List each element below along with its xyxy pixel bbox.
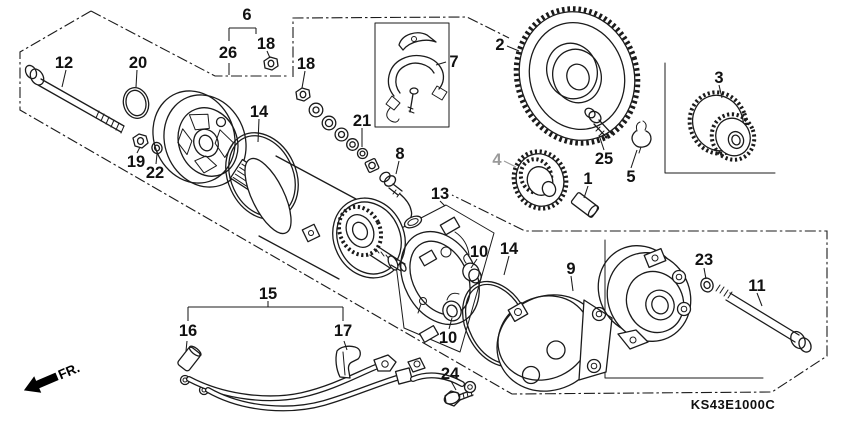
part-label-9: 9: [566, 260, 575, 278]
part-pin-1: [570, 192, 600, 218]
diagram-code: KS43E1000C: [691, 397, 776, 412]
part-label-18b: 18: [297, 55, 315, 73]
part-label-20: 20: [129, 54, 147, 72]
part-brush-10-lower: [442, 292, 462, 322]
fr-label: FR.: [56, 360, 82, 382]
part-label-22: 22: [146, 164, 164, 182]
part-gear-2: [513, 6, 641, 146]
part-washer-22: [151, 141, 163, 155]
part-label-1: 1: [583, 170, 592, 188]
boot-16: [177, 345, 202, 372]
end-cover-box-bracket: [604, 239, 764, 379]
part-gear-3: [687, 90, 757, 162]
gear3-box-bracket: [664, 62, 776, 174]
part-label-24: 24: [441, 365, 460, 383]
part-label-11: 11: [748, 277, 765, 295]
part-label-3: 3: [714, 69, 723, 87]
part-washer-23: [700, 277, 714, 293]
part-brush-10-upper: [462, 253, 482, 284]
part-label-8: 8: [395, 145, 404, 163]
part-label-21: 21: [353, 112, 371, 130]
part-gear-cover: [597, 245, 692, 350]
part-harness-15: [177, 345, 477, 412]
part-label-18a: 18: [257, 35, 275, 53]
part-label-10a: 10: [470, 243, 488, 261]
yoke-terminal-block: [301, 223, 321, 243]
part-label-14b: 14: [500, 240, 519, 258]
part-label-16: 16: [179, 322, 197, 340]
part-washer-stack: [295, 87, 380, 173]
fr-arrow: FR.: [23, 360, 82, 393]
part-front-cover: [152, 90, 247, 188]
part-label-7: 7: [449, 53, 458, 71]
part-label-15: 15: [259, 285, 277, 303]
brush-box-7: [374, 22, 450, 128]
part-label-13: 13: [431, 185, 449, 203]
part-label-4: 4: [492, 151, 502, 169]
leader-lines: [61, 27, 763, 391]
part-label-10b: 10: [439, 329, 457, 347]
square-nut-stack-end: [364, 158, 380, 173]
part-armature-motor: [244, 155, 407, 280]
part-clip-5: [631, 120, 652, 154]
part-bolt-12: [24, 64, 125, 134]
assembly-boundary-lines: [19, 10, 828, 395]
part-gear-4: [511, 149, 569, 211]
fr-arrow-glyph: [23, 372, 59, 393]
part-bolt-8: [379, 171, 423, 229]
part-oring-20: [122, 87, 150, 119]
part-bolt-11: [715, 284, 812, 353]
part-label-26: 26: [219, 44, 237, 62]
part-bolt-24: [443, 389, 474, 407]
part-end-cover-9: [496, 294, 613, 392]
part-label-2: 2: [495, 36, 504, 54]
part-label-25: 25: [595, 150, 613, 168]
part-label-19: 19: [127, 153, 145, 171]
part-nut-19: [132, 133, 149, 149]
part-label-6: 6: [242, 6, 251, 24]
part-label-12: 12: [55, 54, 73, 72]
boot-17: [335, 345, 361, 379]
part-label-5: 5: [626, 168, 635, 186]
part-bolt-25: [584, 107, 613, 140]
part-nut-18a: [263, 56, 279, 71]
part-label-23: 23: [695, 251, 713, 269]
part-label-17: 17: [334, 322, 352, 340]
part-brush-holder-7: [385, 32, 448, 123]
part-label-14a: 14: [250, 103, 269, 121]
